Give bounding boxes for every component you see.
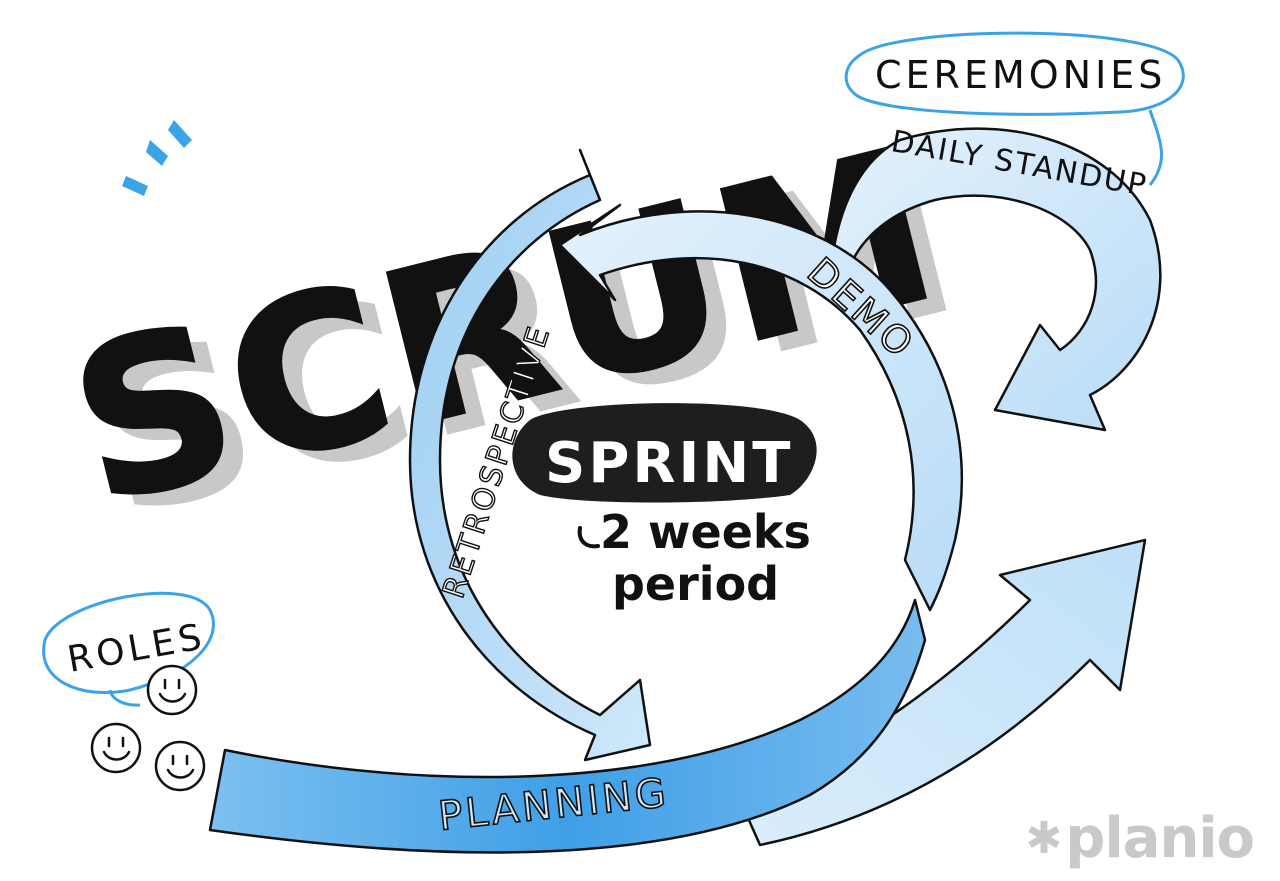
sprint-connector xyxy=(577,526,600,549)
role-smiley-icon xyxy=(90,722,142,774)
sprint-label: SPRINT xyxy=(545,431,793,496)
ceremonies-label: CEREMONIES xyxy=(875,53,1166,97)
ceremonies-bubble: CEREMONIES xyxy=(844,31,1185,186)
daily-standup-loop: DAILY STANDUP xyxy=(828,124,1162,432)
sprint-duration-line1: 2 weeks xyxy=(600,505,811,559)
asterisk-icon: ✱ xyxy=(1025,813,1063,864)
roles-group: ROLES xyxy=(42,591,215,792)
role-smiley-icon xyxy=(146,664,198,716)
role-smiley-icon xyxy=(154,740,206,792)
brand-name: planio xyxy=(1065,806,1255,871)
sprint-center: SPRINT 2 weeks period xyxy=(512,403,817,611)
scrum-title: SCRUM SCRUM xyxy=(50,100,984,565)
sprint-duration-line2: period xyxy=(612,557,779,611)
title-sparkle-icon xyxy=(122,120,192,196)
planio-logo: ✱ planio xyxy=(1025,806,1255,871)
